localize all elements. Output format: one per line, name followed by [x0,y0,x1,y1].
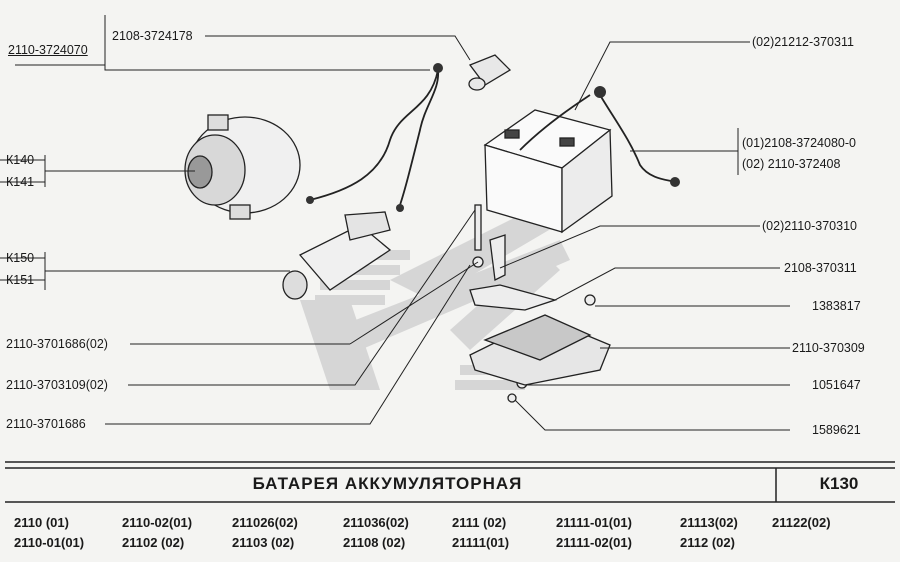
label-cable-top: 2108-3724178 [112,29,193,43]
battery-illustration [483,109,613,234]
label-k140: К140 [6,153,35,167]
label-k151: К151 [6,273,35,287]
model-col-6-row-2: 21111-02(01) [556,535,632,550]
label-cable-group: 2110-3724070 [8,43,88,57]
model-col-3-row-2: 21103 (02) [232,535,295,550]
model-col-6-row-1: 21111-01(01) [556,515,632,530]
model-col-1-row-1: 2110 (01) [14,515,69,530]
label-k141: К141 [6,175,35,189]
model-col-5-row-1: 2111 (02) [452,515,507,530]
model-col-7-row-1: 21113(02) [680,515,738,530]
leader-lines [0,15,790,431]
model-col-4-row-2: 21108 (02) [343,535,406,550]
label-right-5: 1383817 [812,299,861,313]
alternator-illustration [184,114,301,220]
model-col-2-row-2: 21102 (02) [122,535,185,550]
label-right-6: 2110-370309 [792,341,865,355]
model-col-2-row-1: 2110-02(01) [122,515,193,530]
label-right-8: 1589621 [812,423,861,437]
model-col-4-row-1: 211036(02) [343,515,409,530]
label-right-1: (02)21212-370311 [752,35,854,49]
cable-terminals [306,63,680,212]
battery-tray [469,314,611,386]
model-col-8-row-1: 21122(02) [772,515,831,530]
label-left-1: 2110-3701686(02) [6,337,108,351]
label-k150: К150 [6,251,35,265]
model-col-1-row-2: 2110-01(01) [14,535,85,550]
label-left-2: 2110-3703109(02) [6,378,108,392]
footer-frame [5,461,895,503]
label-right-4: 2108-370311 [784,261,857,275]
label-right-2b: (02) 2110-372408 [742,157,841,171]
label-right-3: (02)2110-370310 [762,219,857,233]
page-code: К130 [819,474,859,493]
label-left-3: 2110-3701686 [6,417,86,431]
label-right-7: 1051647 [812,378,861,392]
starter-illustration [282,211,392,300]
label-right-2a: (01)2108-3724080-0 [742,136,856,150]
model-col-5-row-2: 21111(01) [452,535,510,550]
cables [309,69,676,206]
terminal-boot [468,54,512,91]
model-col-7-row-2: 2112 (02) [680,535,735,550]
page-title: БАТАРЕЯ АККУМУЛЯТОРНАЯ [252,474,523,493]
model-col-3-row-1: 211026(02) [232,515,298,530]
